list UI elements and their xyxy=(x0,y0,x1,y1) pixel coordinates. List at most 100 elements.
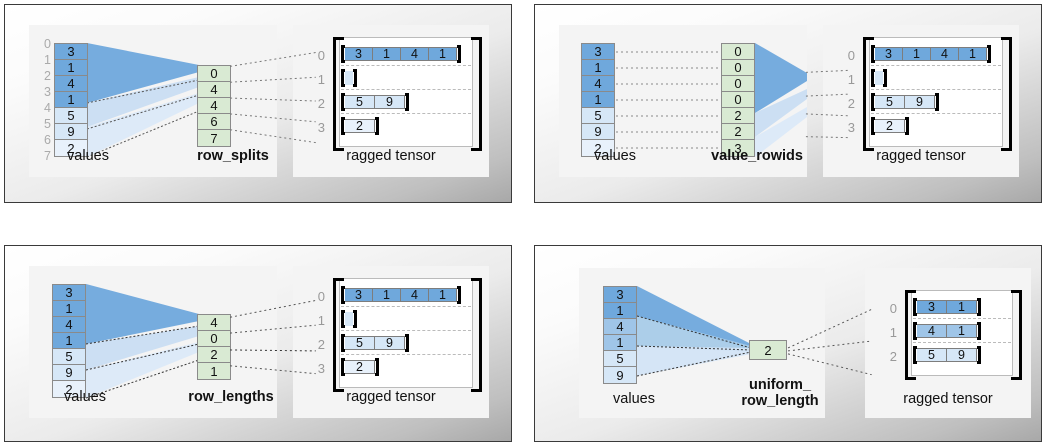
row-bracket-open xyxy=(871,117,875,135)
ragged-cell: 1 xyxy=(429,288,457,302)
encoding-cell: 2 xyxy=(722,108,754,124)
ragged-cell: 3 xyxy=(917,300,947,314)
value-cell: 2 xyxy=(582,140,614,156)
ragged-row xyxy=(341,310,357,328)
ragged-empty-cell xyxy=(345,312,353,326)
encoding-cell: 4 xyxy=(198,82,230,98)
row-bracket-close xyxy=(935,93,939,111)
row-bracket-open xyxy=(913,322,917,340)
ragged-empty-cell xyxy=(345,71,353,85)
row-bracket-close xyxy=(353,69,357,87)
encoding-cell: 0 xyxy=(722,92,754,108)
values-caption: values xyxy=(594,148,636,164)
ragged-cell: 3 xyxy=(345,288,373,302)
row-bracket-open xyxy=(871,93,875,111)
value-cell: 5 xyxy=(582,108,614,124)
value-cell: 9 xyxy=(604,367,636,383)
row-bracket-close xyxy=(405,93,409,111)
ragged-row-separator xyxy=(341,330,471,331)
value-index-label: 5 xyxy=(44,117,51,131)
row-bracket-open xyxy=(871,45,875,63)
row-bracket-open xyxy=(341,45,345,63)
value-cell: 9 xyxy=(53,365,85,381)
row-bracket-close xyxy=(977,322,981,340)
encoding-cell: 1 xyxy=(198,363,230,379)
value-index-label: 6 xyxy=(44,133,51,147)
row-bracket-open xyxy=(341,310,345,328)
value-cell: 5 xyxy=(55,108,87,124)
row-bracket-open xyxy=(341,117,345,135)
ragged-bracket-close xyxy=(1011,290,1022,380)
ragged-row-separator xyxy=(871,65,1001,66)
encoding-cell: 4 xyxy=(198,315,230,331)
ragged-cell: 5 xyxy=(345,95,375,109)
encoding-cell: 2 xyxy=(198,347,230,363)
value-cell: 4 xyxy=(582,76,614,92)
row-bracket-open xyxy=(341,286,345,304)
row-bracket-close xyxy=(457,45,461,63)
row-bracket-close xyxy=(457,286,461,304)
ragged-row-index: 1 xyxy=(317,72,325,87)
row-bracket-open xyxy=(871,69,875,87)
encoding-cell: 4 xyxy=(198,98,230,114)
ragged-caption: ragged tensor xyxy=(903,391,993,407)
ragged-row-separator xyxy=(341,89,471,90)
ragged-empty-cell xyxy=(875,71,883,85)
row-bracket-close xyxy=(375,358,379,376)
ragged-row-index: 1 xyxy=(889,325,897,340)
ragged-row-separator xyxy=(341,354,471,355)
value-cell: 9 xyxy=(55,124,87,140)
ragged-cell: 1 xyxy=(373,47,401,61)
ragged-row-separator xyxy=(341,113,471,114)
ragged-bracket-open xyxy=(905,290,916,380)
ragged-cell: 5 xyxy=(875,95,905,109)
value-cell: 3 xyxy=(582,44,614,60)
value-cell: 3 xyxy=(604,287,636,303)
value-cell: 4 xyxy=(53,317,85,333)
value-cell: 1 xyxy=(55,92,87,108)
ragged-row-index: 1 xyxy=(317,313,325,328)
row-bracket-open xyxy=(341,93,345,111)
ragged-row-index: 0 xyxy=(847,48,855,63)
ragged-row-index: 1 xyxy=(847,72,855,87)
ragged-cell: 5 xyxy=(917,348,947,362)
value-cell: 1 xyxy=(53,301,85,317)
row-bracket-close xyxy=(375,117,379,135)
ragged-row-separator xyxy=(871,89,1001,90)
ragged-row-index: 0 xyxy=(317,289,325,304)
encoding-cell: 2 xyxy=(722,124,754,140)
ragged-row-separator xyxy=(871,113,1001,114)
ragged-cell: 4 xyxy=(917,324,947,338)
ragged-bracket-close xyxy=(471,278,482,392)
ragged-bracket-close xyxy=(471,37,482,151)
ragged-row-index: 3 xyxy=(317,120,325,135)
row-bracket-open xyxy=(341,358,345,376)
value-cell: 4 xyxy=(604,319,636,335)
value-index-label: 4 xyxy=(44,101,51,115)
ragged-bracket-open xyxy=(863,37,874,151)
ragged-row-index: 0 xyxy=(889,301,897,316)
ragged-row-separator xyxy=(341,65,471,66)
ragged-bracket-open xyxy=(333,37,344,151)
encoding-cell: 0 xyxy=(722,44,754,60)
ragged-cell: 9 xyxy=(905,95,935,109)
ragged-cell: 1 xyxy=(373,288,401,302)
ragged-row-separator xyxy=(341,306,471,307)
row-bracket-close xyxy=(977,346,981,364)
